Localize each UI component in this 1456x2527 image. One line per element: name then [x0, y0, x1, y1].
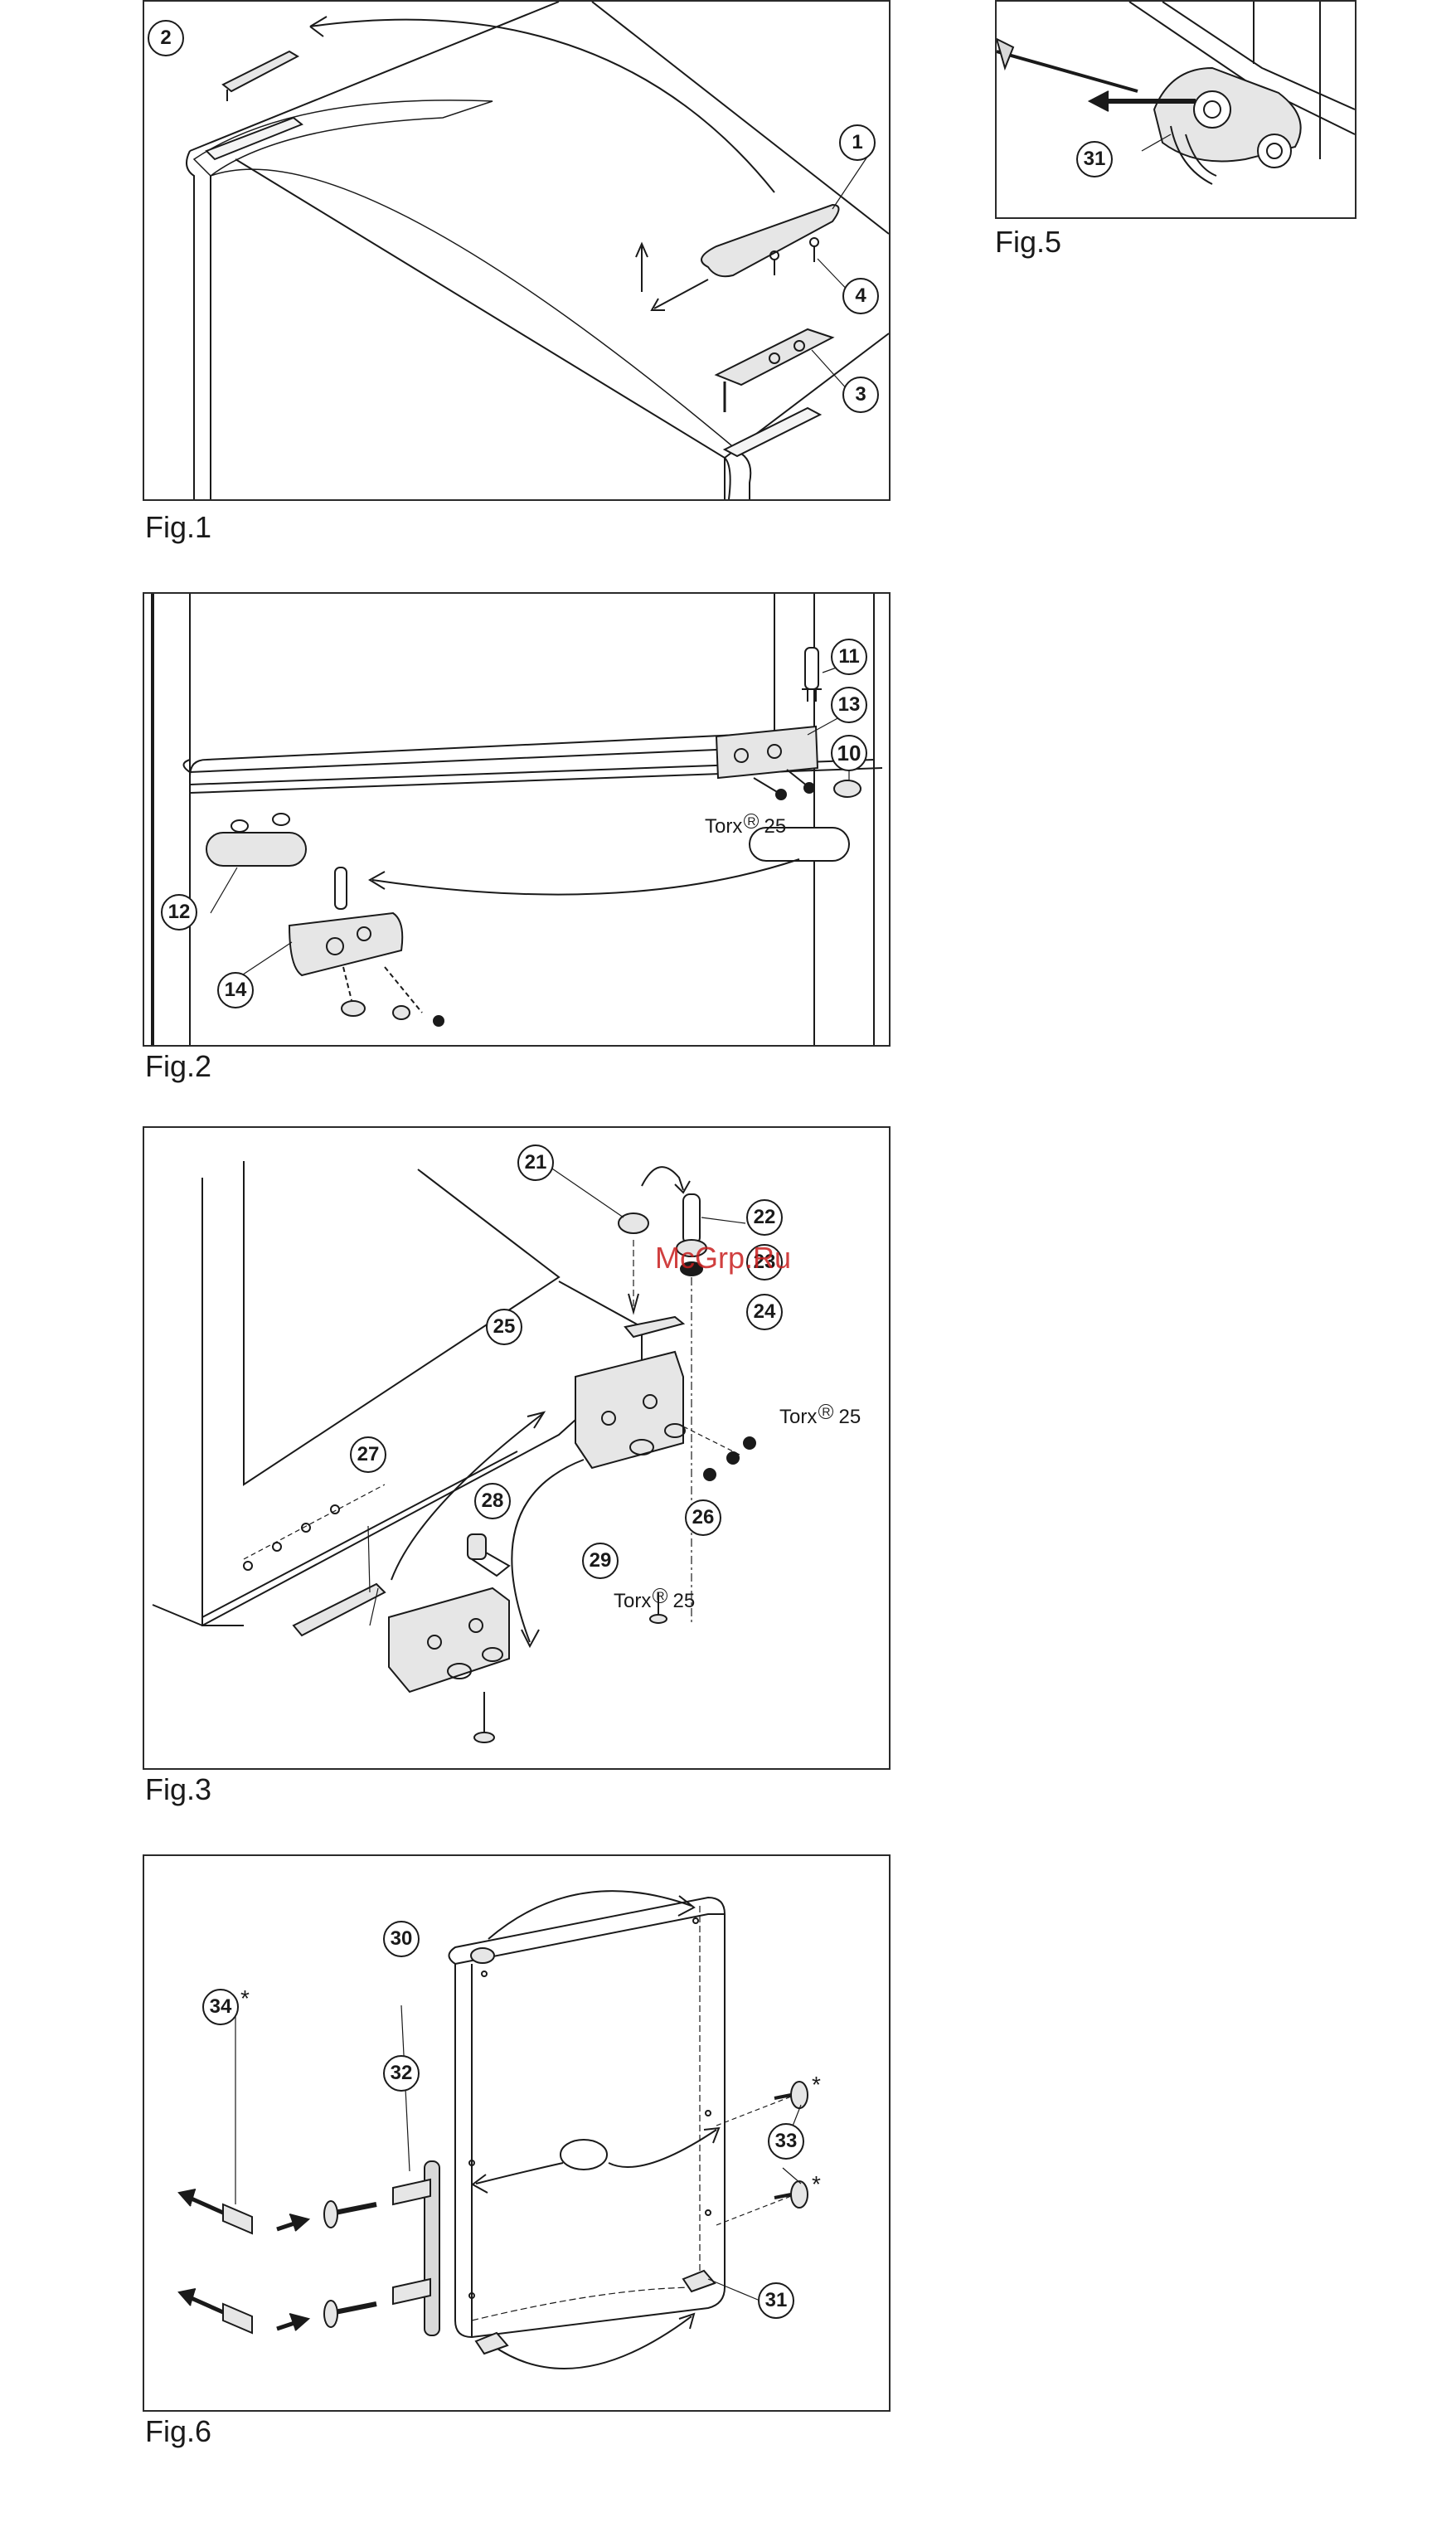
- callout-32: 32: [383, 2055, 420, 2092]
- callout-13: 13: [831, 687, 867, 723]
- figure-1-caption: Fig.1: [145, 513, 211, 542]
- callout-10: 10: [831, 735, 867, 771]
- callout-33: 33: [768, 2123, 804, 2160]
- callout-12: 12: [161, 894, 197, 931]
- callout-34: 34: [202, 1989, 239, 2025]
- cap-30: [471, 1948, 494, 1963]
- bracket-25: [575, 1352, 683, 1468]
- registered-mark-1: R: [818, 1404, 833, 1419]
- torx-size-1: 25: [838, 1406, 861, 1428]
- callout-31: 31: [1076, 141, 1113, 177]
- callout-11: 11: [831, 639, 867, 675]
- asterisk-33-bottom: *: [812, 2173, 821, 2196]
- asterisk-33-top: *: [812, 2073, 821, 2097]
- pin-11: [805, 648, 818, 689]
- callout-21: 21: [517, 1144, 554, 1181]
- callout-29: 29: [582, 1543, 619, 1579]
- figure-1: 2 1 4 3: [143, 0, 891, 501]
- callout-30: 30: [383, 1921, 420, 1957]
- callout-1: 1: [839, 124, 876, 161]
- hinge-14: [289, 913, 402, 975]
- registered-mark: R: [744, 814, 759, 829]
- figure-5: 31: [995, 0, 1357, 219]
- hinge-3: [716, 329, 832, 385]
- torx-size-2: 25: [672, 1590, 695, 1612]
- cover-34: [223, 2204, 252, 2233]
- callout-31-fig6: 31: [758, 2282, 794, 2319]
- watermark: McGrp.Ru: [655, 1241, 791, 1276]
- screwdriver: [997, 51, 1138, 91]
- figure-6-caption: Fig.6: [145, 2417, 211, 2447]
- pin-22: [683, 1194, 700, 1244]
- callout-28: 28: [474, 1483, 511, 1519]
- torx-text-2: Torx: [614, 1590, 651, 1612]
- figure-1-drawing: [144, 2, 889, 499]
- figure-2-caption: Fig.2: [145, 1052, 211, 1081]
- callout-3: 3: [842, 377, 879, 413]
- callout-22: 22: [746, 1199, 783, 1236]
- figure-5-drawing: [997, 2, 1355, 217]
- bracket-13: [716, 727, 818, 778]
- cover-12: [206, 833, 306, 866]
- asterisk-34: *: [240, 1987, 250, 2010]
- callout-4: 4: [842, 278, 879, 314]
- cap-21: [619, 1213, 648, 1233]
- figure-6: 30 34 * 32 33 * * 31: [143, 1854, 891, 2412]
- door: [449, 1898, 726, 2337]
- figure-5-caption: Fig.5: [995, 227, 1061, 257]
- torx-text-1: Torx: [779, 1406, 817, 1428]
- callout-26: 26: [685, 1499, 721, 1536]
- torx-text: Torx: [705, 815, 742, 838]
- figure-3-caption: Fig.3: [145, 1775, 211, 1805]
- hinge-cover-2: [223, 51, 298, 91]
- callout-24: 24: [746, 1294, 783, 1330]
- torx-size: 25: [764, 815, 786, 838]
- callout-27: 27: [350, 1436, 386, 1473]
- hinge-28: [389, 1588, 509, 1692]
- callout-14: 14: [217, 972, 254, 1008]
- callout-2: 2: [148, 20, 184, 56]
- callout-25: 25: [486, 1309, 522, 1345]
- cover-27: [294, 1584, 385, 1635]
- registered-mark-2: R: [653, 1588, 667, 1603]
